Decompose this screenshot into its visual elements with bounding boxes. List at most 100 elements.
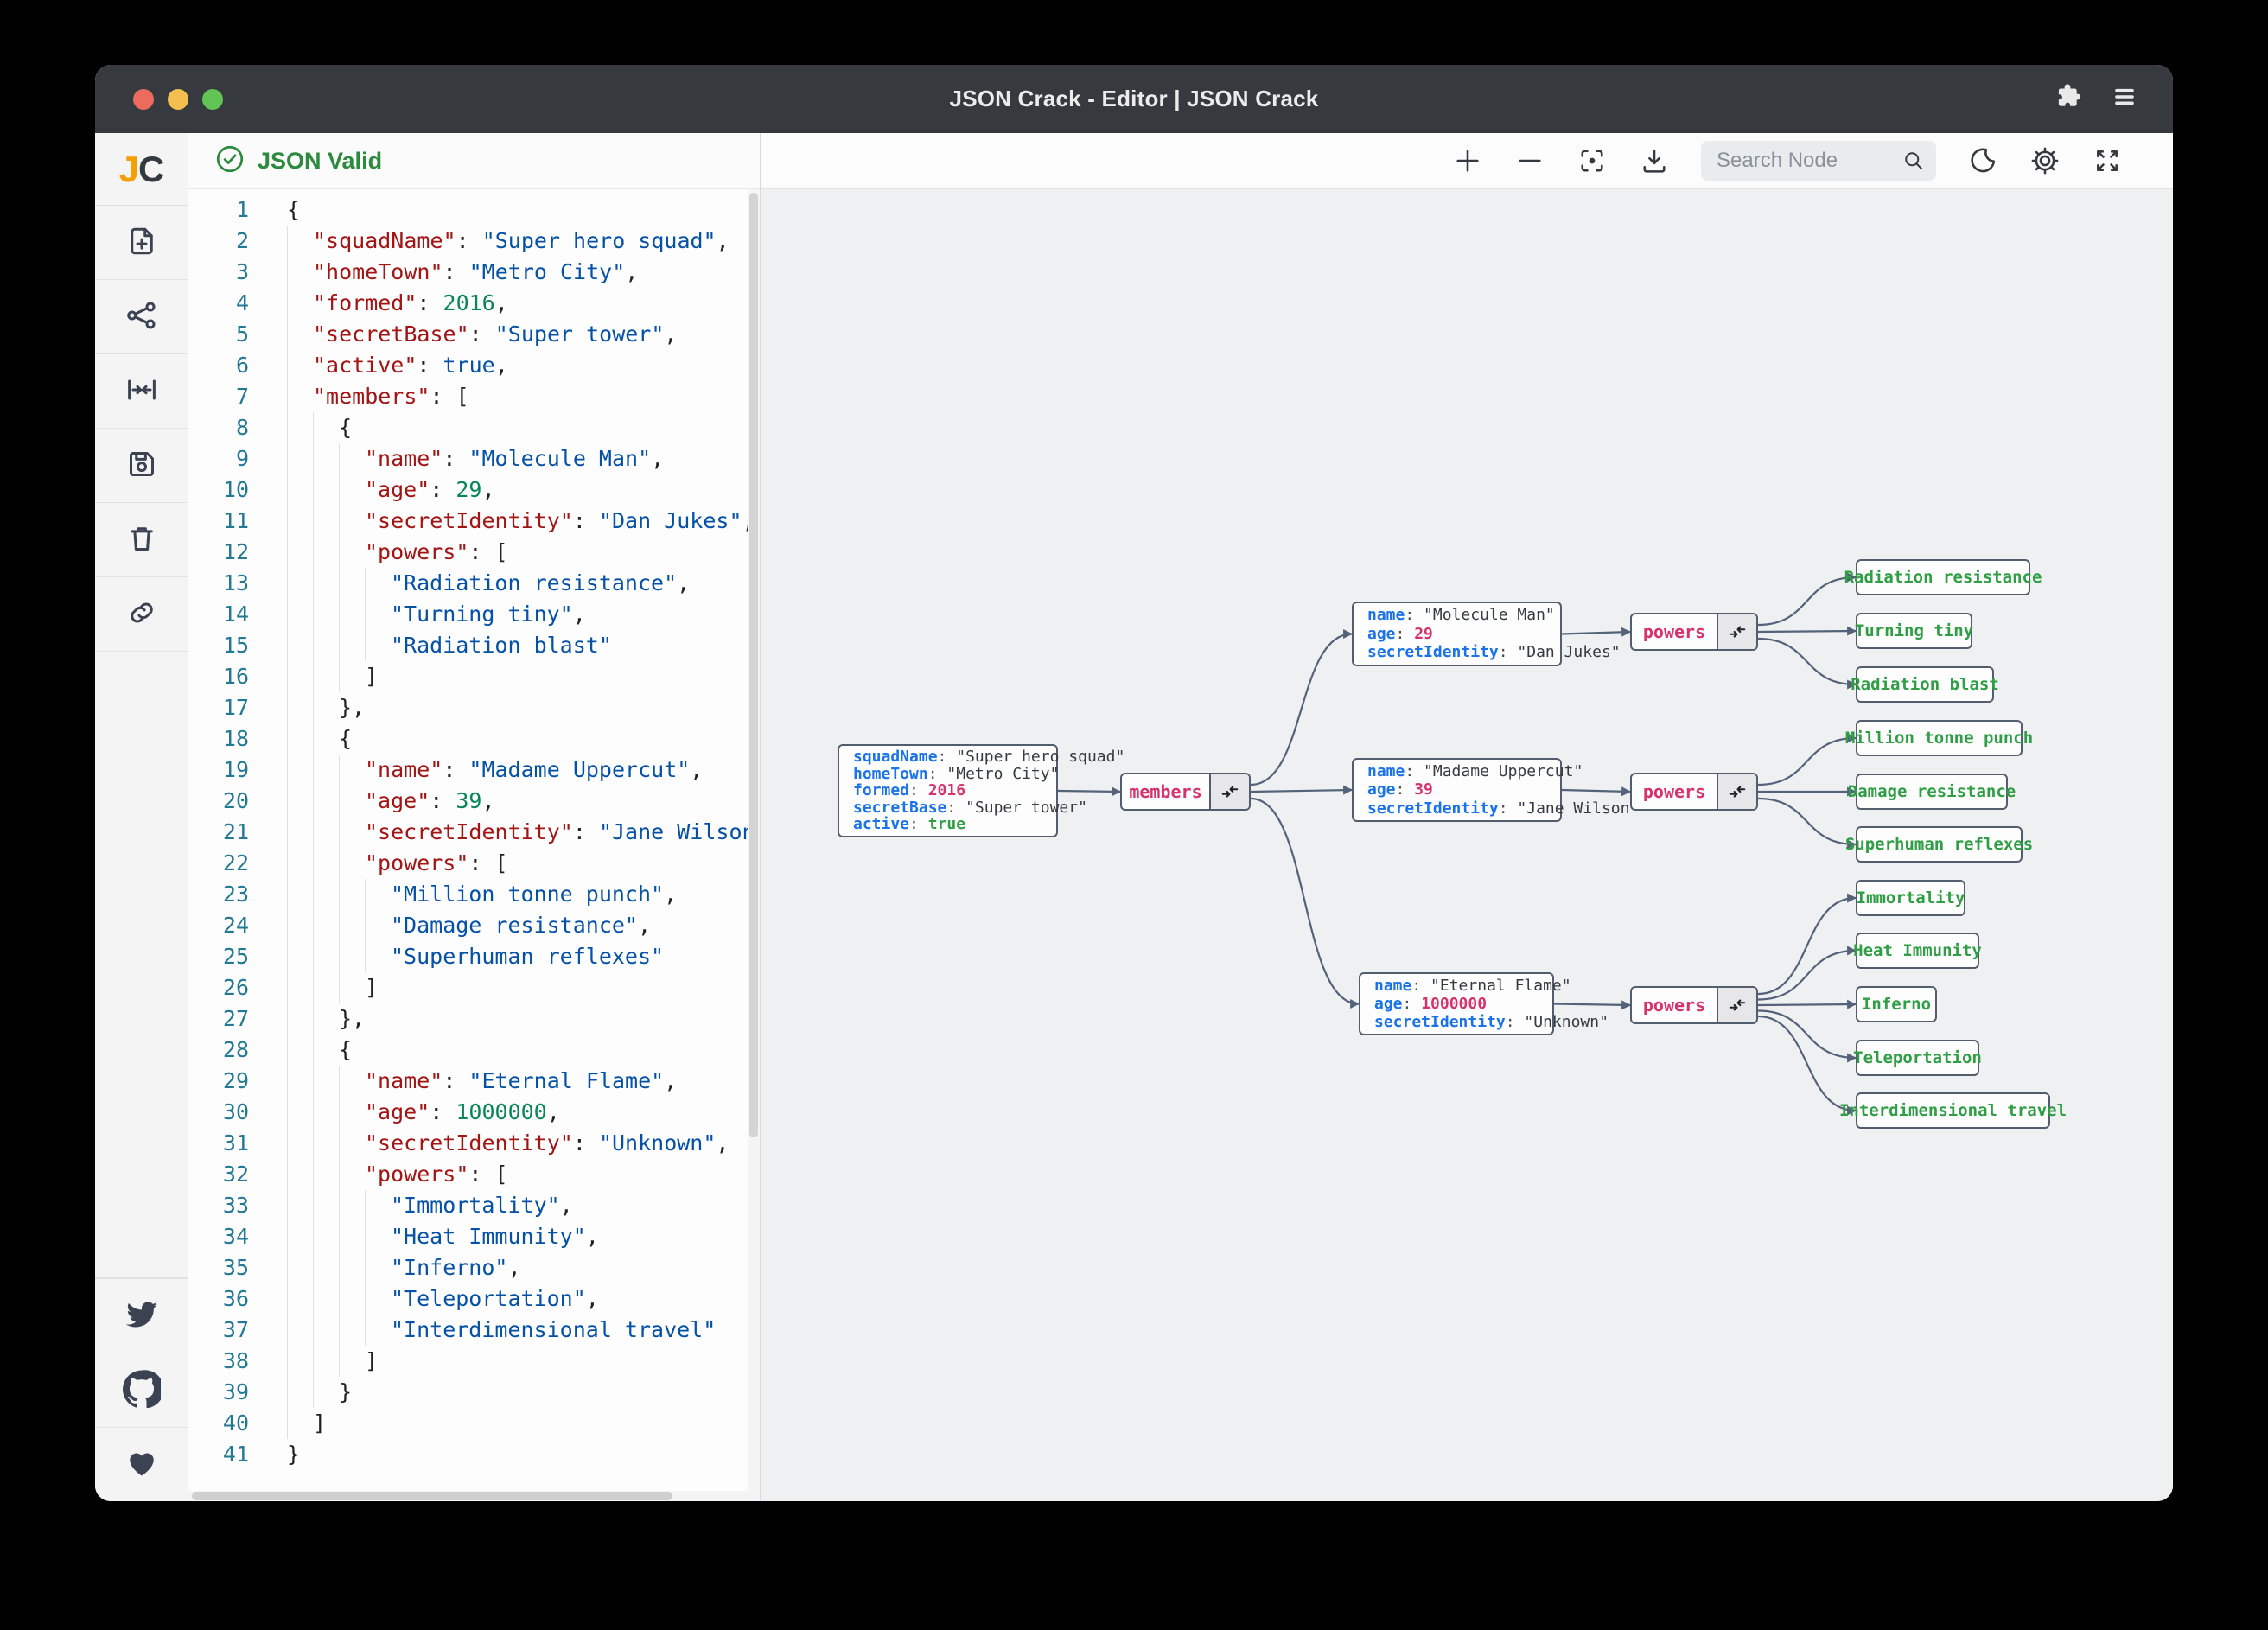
collapse-node-icon[interactable] [1717, 614, 1756, 649]
graph-edge [1757, 1009, 1857, 1063]
graph-node-l13[interactable]: Radiation blast [1851, 666, 1999, 703]
github-button[interactable] [95, 1353, 188, 1427]
logo-text: JC [118, 148, 165, 189]
graph-node-l12[interactable]: Turning tiny [1855, 613, 1973, 649]
editor-line: 4"formed": 2016, [188, 288, 760, 319]
menu-icon[interactable] [2109, 81, 2140, 117]
share-link-button[interactable] [95, 577, 188, 652]
zoom-out-button[interactable] [1514, 145, 1545, 176]
close-window-button[interactable] [133, 88, 154, 110]
download-button[interactable] [1639, 145, 1670, 176]
extension-puzzle-icon[interactable] [2052, 81, 2083, 117]
graph-edge [1757, 1015, 1857, 1116]
focus-button[interactable] [1577, 145, 1608, 176]
save-button[interactable] [95, 429, 188, 503]
collapse-node-icon[interactable] [1717, 774, 1756, 809]
editor-vertical-scrollbar[interactable] [748, 189, 760, 1501]
editor-line: 19"name": "Madame Uppercut", [188, 755, 760, 786]
line-number: 38 [222, 1348, 249, 1373]
search-node-input[interactable] [1701, 141, 1889, 181]
graph-edge [1757, 637, 1857, 690]
trash-icon [124, 521, 159, 558]
editor-line: 28{ [188, 1035, 760, 1066]
twitter-button[interactable] [95, 1278, 188, 1353]
graph-edge [1757, 946, 1857, 1001]
sponsor-button[interactable] [95, 1427, 188, 1501]
line-number: 3 [235, 259, 249, 284]
graph-canvas[interactable]: squadName: "Super hero squad"homeTown: "… [761, 189, 2173, 1501]
graph-node-members[interactable]: members [1120, 773, 1251, 811]
graph-edge [1757, 999, 1857, 1009]
line-number: 14 [222, 602, 249, 627]
graph-node-l23[interactable]: Superhuman reflexes [1845, 826, 2033, 863]
graph-node-l11[interactable]: Radiation resistance [1844, 559, 2042, 595]
dark-mode-button[interactable] [1967, 145, 1998, 176]
graph-node-l22[interactable]: Damage resistance [1848, 774, 2016, 810]
graph-node-p2[interactable]: powers [1630, 773, 1758, 811]
graph-edge [1250, 785, 1354, 795]
line-number: 31 [222, 1130, 249, 1156]
line-number: 41 [222, 1442, 249, 1467]
graph-node-l34[interactable]: Teleportation [1853, 1040, 1982, 1076]
minimize-window-button[interactable] [168, 88, 188, 110]
node-row: secretBase: "Super tower" [853, 798, 1087, 817]
graph-node-p1[interactable]: powers [1630, 613, 1758, 651]
editor-line: 7"members": [ [188, 381, 760, 412]
graph-node-l32[interactable]: Heat Immunity [1853, 933, 1982, 969]
graph-edge [1757, 797, 1857, 850]
line-number: 9 [235, 446, 249, 471]
line-number: 6 [235, 353, 249, 378]
new-document-button[interactable] [95, 206, 188, 280]
editor-line: 14"Turning tiny", [188, 599, 760, 630]
graph-node-l21[interactable]: Million tonne punch [1845, 720, 2033, 756]
node-row: active: true [853, 815, 966, 834]
editor-line: 20"age": 39, [188, 786, 760, 817]
editor-line: 25"Superhuman reflexes" [188, 941, 760, 972]
graph-edge [1757, 733, 1857, 786]
graph-edge [1757, 626, 1857, 636]
code-editor[interactable]: 1{2"squadName": "Super hero squad",3"hom… [188, 189, 760, 1501]
node-row: secretIdentity: "Jane Wilson" [1367, 799, 1640, 818]
graph-node-l31[interactable]: Immortality [1856, 880, 1965, 916]
line-number: 23 [222, 882, 249, 907]
graph-node-root[interactable]: squadName: "Super hero squad"homeTown: "… [838, 744, 1124, 837]
editor-line: 36"Teleportation", [188, 1283, 760, 1315]
editor-line: 24"Damage resistance", [188, 910, 760, 941]
graph-edge [1561, 786, 1632, 797]
editor-line: 31"secretIdentity": "Unknown", [188, 1128, 760, 1159]
editor-lines: 1{2"squadName": "Super hero squad",3"hom… [188, 194, 760, 1470]
delete-button[interactable] [95, 503, 188, 577]
graph-edge [1250, 797, 1360, 1009]
line-number: 2 [235, 228, 249, 253]
zoom-window-button[interactable] [202, 88, 223, 110]
tool-sidebar: JC [95, 133, 188, 1501]
collapse-node-icon[interactable] [1209, 774, 1249, 809]
line-number: 18 [222, 726, 249, 751]
settings-button[interactable] [2029, 145, 2061, 176]
line-number: 35 [222, 1255, 249, 1280]
line-number: 8 [235, 415, 249, 440]
window-controls [95, 88, 223, 110]
fullscreen-button[interactable] [2092, 145, 2123, 176]
center-view-button[interactable] [95, 354, 188, 429]
editor-line: 1{ [188, 194, 760, 226]
editor-horizontal-scrollbar[interactable] [188, 1491, 748, 1501]
collapse-node-icon[interactable] [1717, 988, 1756, 1022]
app-logo[interactable]: JC [95, 133, 188, 206]
zoom-in-button[interactable] [1452, 145, 1483, 176]
graph-node-l33[interactable]: Inferno [1856, 986, 1937, 1022]
graph-view-icon [124, 298, 159, 335]
editor-line: 9"name": "Molecule Man", [188, 443, 760, 474]
line-number: 17 [222, 695, 249, 720]
graph-view-button[interactable] [95, 280, 188, 354]
graph-edge [1057, 786, 1122, 797]
node-row: formed: 2016 [853, 781, 966, 800]
search-icon[interactable] [1902, 149, 1926, 177]
editor-line: 6"active": true, [188, 350, 760, 381]
graph-node-l35[interactable]: Interdimensional travel [1839, 1092, 2067, 1129]
editor-line: 16] [188, 661, 760, 692]
graph-node-p3[interactable]: powers [1630, 986, 1758, 1024]
